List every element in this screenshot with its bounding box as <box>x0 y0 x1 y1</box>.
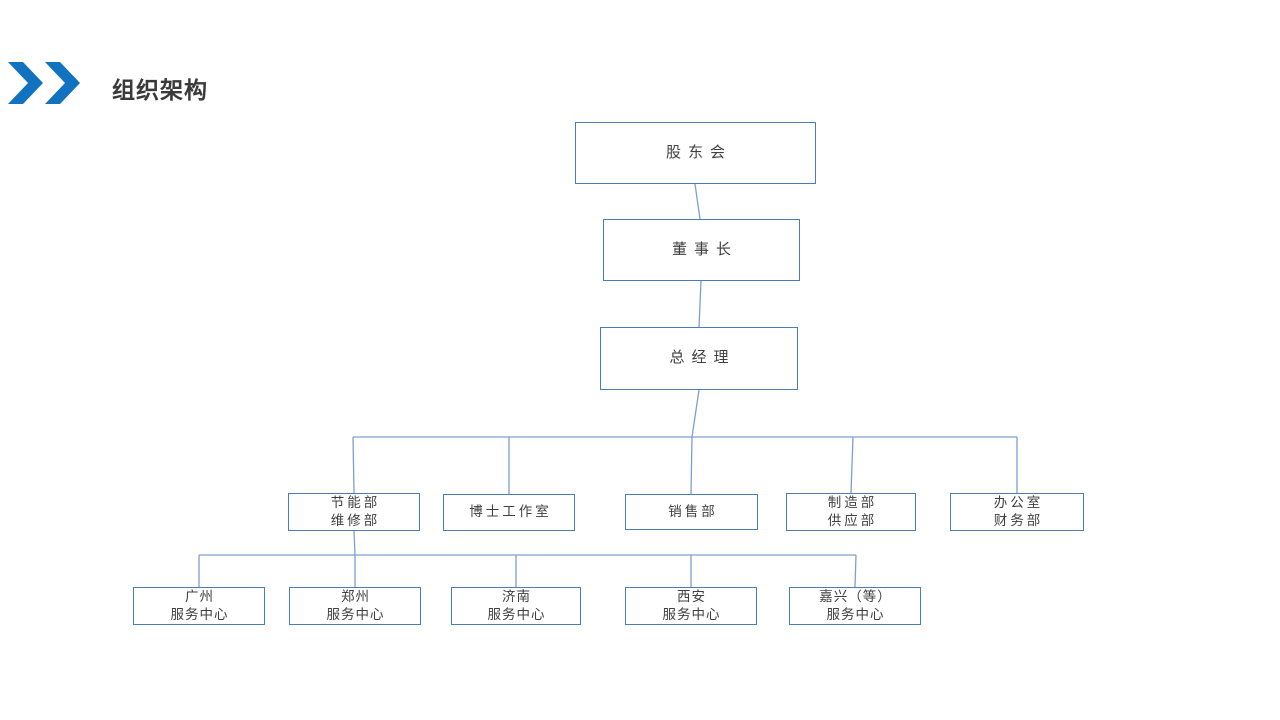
org-node-sales-dept: 销售部 <box>625 494 758 530</box>
org-node-label: 销售部 <box>668 503 718 519</box>
org-node-xian-center: 西安服务中心 <box>625 587 757 625</box>
connector-line <box>691 389 700 438</box>
connector-line <box>694 183 701 220</box>
org-node-label: 服务中心 <box>826 607 885 622</box>
org-node-label: 博士工作室 <box>469 504 552 520</box>
connector-line <box>854 554 857 588</box>
org-node-zhengzhou-center: 郑州服务中心 <box>289 587 421 625</box>
org-node-jiaxing-center: 嘉兴（等） 服务中心 <box>789 587 921 625</box>
connector-line <box>352 436 355 494</box>
org-node-jinan-center: 济南服务中心 <box>451 587 581 625</box>
org-node-chairman: 董事长 <box>603 219 800 281</box>
org-node-label: 服务中心 <box>662 607 721 622</box>
org-node-label: 董事长 <box>671 240 738 258</box>
org-node-office-finance: 办公室财务部 <box>950 493 1084 531</box>
slide-header: 组织架构 <box>0 0 1280 120</box>
org-node-label: 服务中心 <box>170 607 229 622</box>
connector-line <box>353 530 356 556</box>
org-node-label: 财务部 <box>993 513 1044 528</box>
org-node-energy-maintenance: 节能部维修部 <box>288 493 420 531</box>
connector-line <box>698 280 702 328</box>
org-node-label: 服务中心 <box>487 607 546 622</box>
org-node-label: 制造部 <box>827 494 878 510</box>
org-node-guangzhou-center: 广州服务中心 <box>133 587 265 625</box>
org-node-label: 节能部 <box>330 494 381 510</box>
org-node-label: 西安 <box>677 588 706 604</box>
org-node-doctor-studio: 博士工作室 <box>443 494 575 531</box>
org-node-label: 济南 <box>502 588 531 604</box>
org-node-label: 维修部 <box>330 513 381 528</box>
double-chevron-icon <box>8 62 80 104</box>
org-node-manufacturing-supply: 制造部供应部 <box>786 493 916 531</box>
connector-line <box>850 436 854 494</box>
org-node-label: 郑州 <box>341 588 370 604</box>
org-node-shareholders-meeting: 股东会 <box>575 122 816 184</box>
org-node-general-manager: 总经理 <box>600 327 798 390</box>
org-node-label: 广州 <box>185 588 214 604</box>
org-node-label: 嘉兴（等） <box>819 588 892 604</box>
org-node-label: 办公室 <box>993 494 1044 510</box>
org-node-label: 总经理 <box>669 349 736 367</box>
connector-line <box>690 436 693 495</box>
org-node-label: 股东会 <box>665 143 732 161</box>
page-title: 组织架构 <box>112 77 208 103</box>
org-node-label: 供应部 <box>827 513 878 528</box>
org-node-label: 服务中心 <box>326 607 385 622</box>
